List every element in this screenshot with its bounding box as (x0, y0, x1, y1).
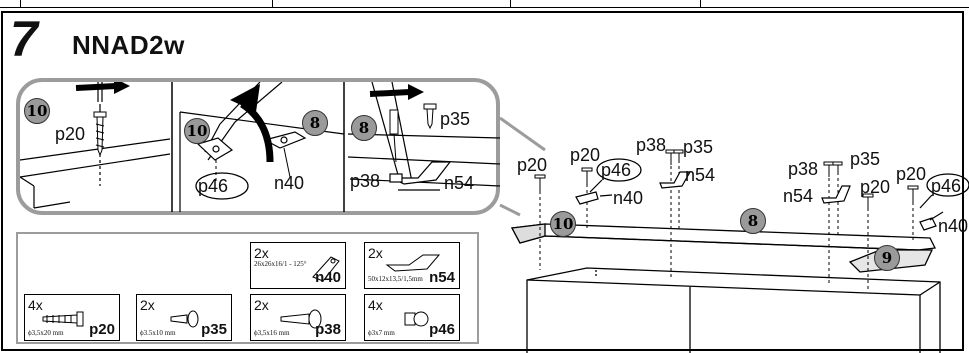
part-p38: 2x ϕ3,5x16 mm p38 (250, 294, 346, 341)
screw-icon (280, 309, 322, 329)
cabinet-body (526, 267, 941, 353)
rotate-arrow-icon (230, 84, 274, 163)
step-number: 7 (10, 11, 38, 67)
bracket-icon (385, 254, 441, 272)
screw-icon (93, 111, 107, 157)
screwdriver-icon (389, 109, 399, 163)
label-p20-left-a: p20 (517, 155, 548, 175)
label-n54-right: n54 (783, 186, 814, 206)
marker-10-panel2: 10 (184, 118, 210, 144)
label-n40-detail: n40 (274, 173, 305, 193)
bracket-icon (312, 256, 340, 282)
top-rail (510, 223, 936, 273)
label-p20-detail: p20 (55, 124, 86, 144)
label-n40-right: n40 (938, 216, 969, 236)
label-p46-right: p46 (931, 176, 962, 196)
label-p38-detail: p38 (350, 171, 381, 191)
marker-10-main: 10 (550, 211, 576, 237)
marker-10-panel1: 10 (24, 98, 50, 124)
part-p35: 2x ϕ3.5x10 mm p35 (136, 294, 232, 341)
label-p20-right-b: p20 (896, 164, 927, 184)
marker-8-panel2: 8 (302, 110, 328, 136)
label-n54-left: n54 (685, 165, 716, 185)
screw-icon (423, 103, 437, 130)
bracket-icon (389, 161, 452, 185)
screw-icon (170, 310, 199, 328)
label-p46-left: p46 (601, 160, 632, 180)
detail-callout: 10 p20 10 8 p46 n40 8 p35 p38 n54 (16, 78, 501, 215)
label-p38-left: p38 (636, 135, 667, 155)
bracket-icon (575, 171, 937, 231)
arrow-right-icon (369, 84, 424, 100)
part-n40: 2x 26x26x16/1 - 125° n40 (250, 242, 346, 289)
label-p35-detail: p35 (440, 109, 471, 129)
bracket-icon (196, 131, 307, 161)
parts-list: 2x 26x26x16/1 - 125° n40 2x 50x12x13,5/1… (16, 232, 479, 344)
previous-step-strip (0, 0, 969, 8)
screw-icon (534, 149, 919, 210)
marker-8-panel3: 8 (351, 115, 377, 141)
step-title: NNAD2w (72, 30, 185, 60)
label-n54-detail: n54 (444, 173, 475, 193)
step-frame (1, 11, 964, 351)
part-p46: 4x ϕ3x7 mm p46 (364, 294, 460, 341)
label-p35-left: p35 (683, 137, 714, 157)
marker-9-main: 9 (874, 245, 900, 271)
label-p20-left-b: p20 (570, 145, 601, 165)
part-p20: 4x ϕ3,5x20 mm p20 (24, 294, 120, 341)
detail-drawings (20, 82, 501, 212)
label-p20-right-a: p20 (860, 177, 891, 197)
part-n54: 2x 50x12x13,5/1,5mm n54 (364, 242, 460, 289)
screw-icon (404, 311, 429, 327)
screw-icon (42, 311, 84, 327)
label-p38-right: p38 (788, 159, 819, 179)
label-p35-right: p35 (850, 149, 881, 169)
arrow-right-icon (75, 82, 130, 94)
label-n40-left: n40 (613, 188, 644, 208)
marker-8-main: 8 (740, 208, 766, 234)
label-p46-detail: p46 (198, 176, 229, 196)
